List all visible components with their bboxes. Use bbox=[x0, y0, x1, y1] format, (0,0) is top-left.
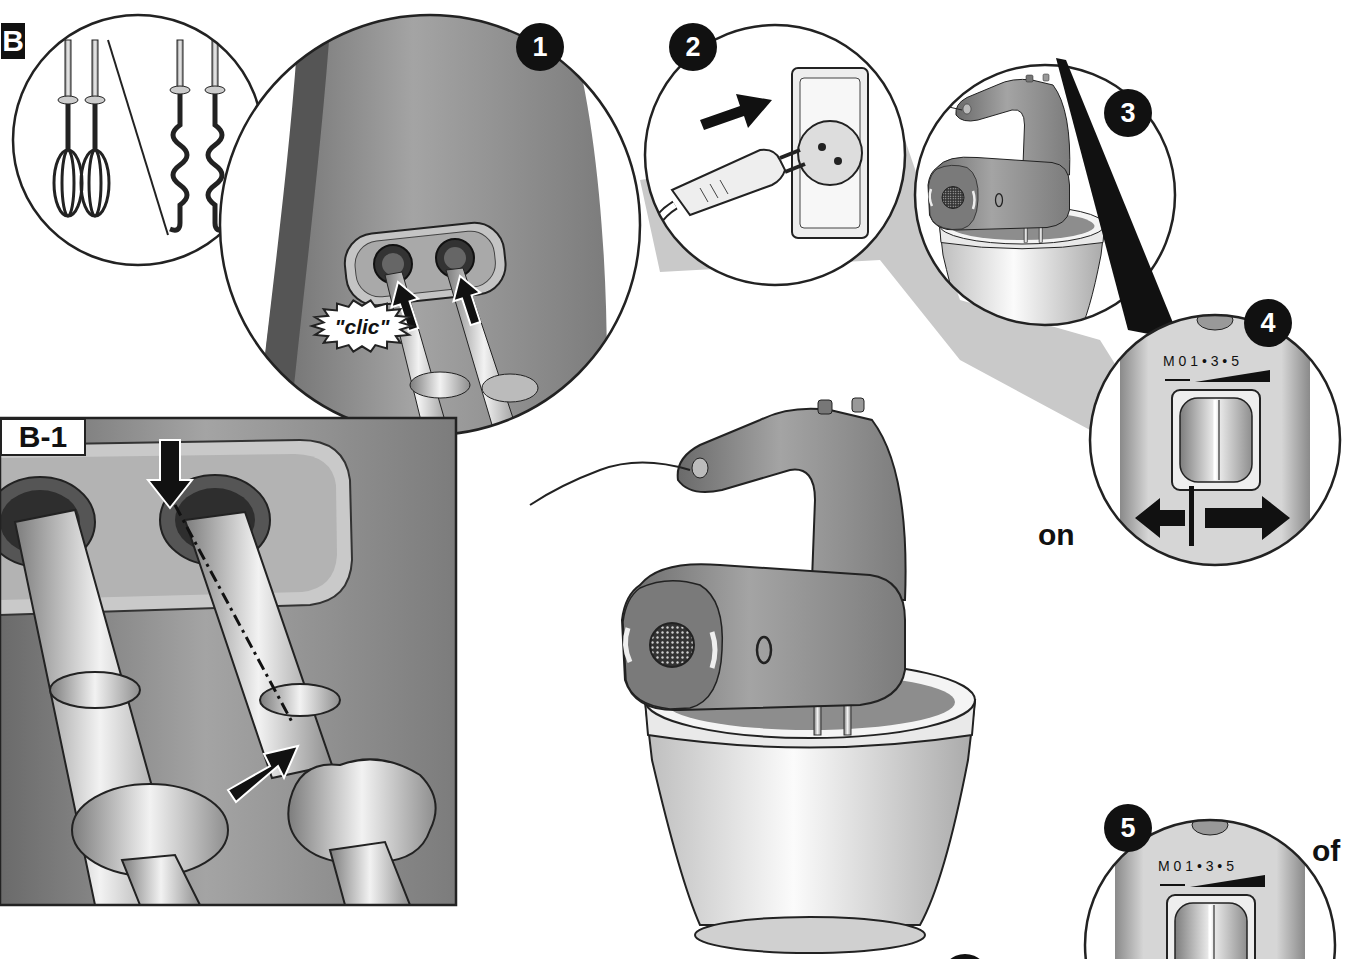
plug-in-view-part-part bbox=[834, 157, 842, 165]
socket-detail-view-part bbox=[220, 15, 640, 435]
state-label: on bbox=[1038, 520, 1075, 550]
accessory-view-part-part bbox=[81, 150, 109, 216]
accessory-view-part-part bbox=[65, 40, 71, 100]
figure-letter-text: B bbox=[0, 22, 26, 60]
hand-mixer-main bbox=[530, 398, 975, 953]
callout-disc bbox=[1104, 804, 1152, 852]
click-burst-text: "clic" bbox=[310, 298, 414, 354]
box-outline bbox=[1, 23, 25, 59]
plug-in-view-part-part bbox=[700, 188, 708, 202]
callout-disc bbox=[669, 23, 717, 71]
plug-in-view-part-part bbox=[672, 150, 785, 215]
click-burst: "clic" bbox=[310, 298, 414, 354]
accessory-view-part-part bbox=[170, 86, 190, 94]
socket-detail-view-part-part bbox=[444, 247, 466, 269]
accessory-view-part-part bbox=[177, 40, 183, 90]
box-outline bbox=[1, 419, 85, 455]
accessory-view-part bbox=[54, 40, 225, 235]
beater-lock-detail-part-part bbox=[185, 512, 332, 778]
plug-in-view-part-part bbox=[700, 94, 772, 130]
socket-detail-view-part-part bbox=[410, 372, 470, 398]
partial-callout bbox=[941, 954, 989, 959]
accessory-view-part-part bbox=[92, 40, 98, 100]
callout-number: 4 bbox=[1243, 298, 1293, 348]
speed-on-view-part bbox=[1090, 300, 1340, 600]
beater-lock-detail bbox=[0, 418, 456, 905]
beater-lock-detail-part-part bbox=[50, 672, 140, 708]
socket-detail-view-part-part bbox=[382, 253, 404, 275]
plug-in-view-part-part bbox=[785, 164, 805, 172]
plug-in-view-part-part bbox=[818, 143, 826, 151]
speed-scale: M 0 1 • 3 • 5 bbox=[1163, 354, 1239, 368]
beater-lock-detail-part-part bbox=[148, 440, 192, 508]
accessory-view-part-part bbox=[54, 150, 82, 216]
callout-disc bbox=[1104, 89, 1152, 137]
callout-number: 3 bbox=[1103, 88, 1153, 138]
accessory-view-part-part bbox=[212, 40, 218, 90]
accessory-view-part-part bbox=[108, 40, 168, 235]
callout-disc bbox=[516, 23, 564, 71]
plug-in-view-part-part bbox=[720, 180, 728, 194]
state-label: of bbox=[1312, 836, 1340, 866]
speed-on-view bbox=[1090, 300, 1340, 600]
callout-number-text: 2 bbox=[668, 22, 718, 72]
accessory-view-part-part bbox=[62, 150, 74, 216]
callout-number-text: 4 bbox=[1243, 298, 1293, 348]
callout-number: 5 bbox=[1103, 803, 1153, 853]
accessory-view-part-part bbox=[93, 104, 98, 150]
callout-number: 2 bbox=[668, 22, 718, 72]
socket-detail-view-part bbox=[255, 0, 607, 445]
speed-scale: M 0 1 • 3 • 5 bbox=[1158, 859, 1234, 873]
plug-in-view-part-part bbox=[798, 121, 862, 185]
plug-in-view-part bbox=[640, 68, 868, 260]
zoom-wedge bbox=[1056, 58, 1180, 340]
accessory-view-part-part bbox=[66, 104, 71, 150]
figure-tag: B-1 bbox=[0, 418, 86, 456]
socket-detail-view-part-part bbox=[482, 374, 538, 402]
beater-lock-detail-part-part bbox=[175, 505, 292, 722]
accessory-view-part-part bbox=[89, 150, 101, 216]
socket-detail-view-part-part bbox=[255, 0, 607, 445]
plug-in-view-part-part bbox=[792, 68, 868, 238]
callout-number-text: 5 bbox=[1103, 803, 1153, 853]
accessory-view-part-part bbox=[205, 86, 225, 94]
beater-lock-detail-part-part bbox=[330, 842, 410, 905]
socket-detail-view bbox=[220, 0, 640, 445]
beater-lock-detail-part-part bbox=[228, 746, 298, 802]
callout-number: 1 bbox=[515, 22, 565, 72]
accessory-view-part-part bbox=[85, 96, 105, 104]
beater-lock-detail-part-part bbox=[260, 684, 340, 716]
beater-lock-detail-part bbox=[0, 418, 456, 905]
socket-detail-view-part-part-part bbox=[342, 220, 509, 308]
speed-on-view-part bbox=[1090, 315, 1340, 565]
socket-detail-view-part-part bbox=[447, 272, 489, 328]
socket-detail-view-part-part bbox=[342, 220, 509, 308]
callout-disc bbox=[1244, 299, 1292, 347]
callout-number-text: 3 bbox=[1103, 88, 1153, 138]
accessory-view-part-part bbox=[170, 94, 187, 230]
beater-lock-detail-part bbox=[0, 418, 456, 905]
plug-in-view-part-part bbox=[780, 150, 800, 158]
accessory-view-part-part bbox=[58, 96, 78, 104]
plug-in-view-part-part bbox=[710, 184, 718, 198]
callout-number-text: 1 bbox=[515, 22, 565, 72]
figure-tag-text: B-1 bbox=[0, 418, 86, 456]
beater-lock-detail-part-part bbox=[122, 855, 200, 905]
figure-letter: B bbox=[0, 22, 26, 60]
